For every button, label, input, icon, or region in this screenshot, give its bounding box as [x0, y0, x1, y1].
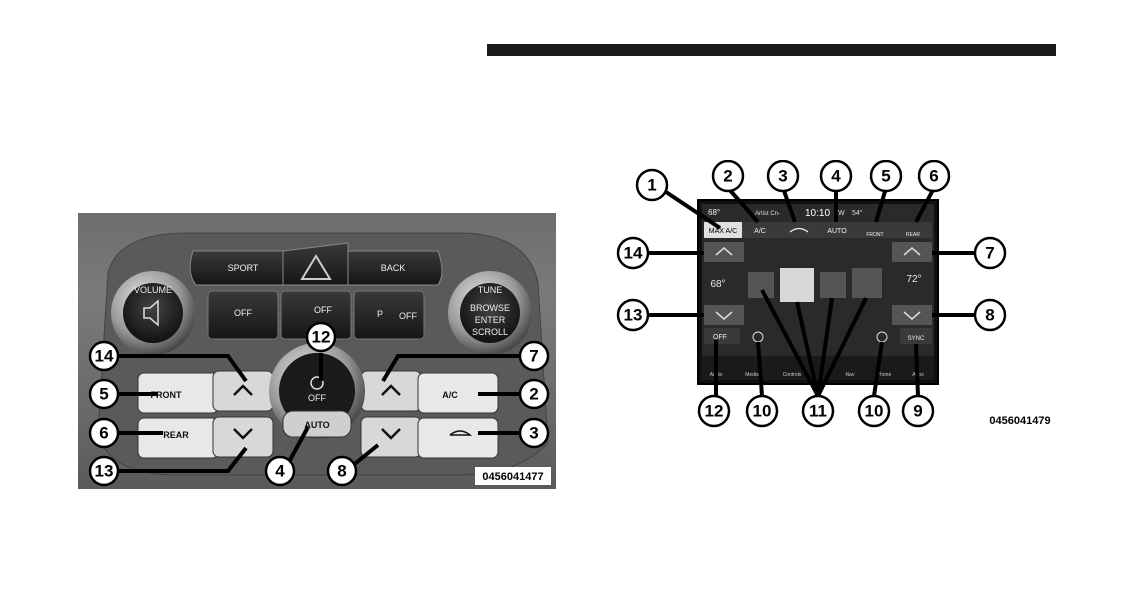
- svg-text:14: 14: [624, 244, 643, 263]
- front-defrost-screen-label: FRONT: [866, 232, 883, 238]
- callout-6: 6: [90, 419, 118, 447]
- callout-3: 3: [768, 161, 798, 191]
- svg-text:13: 13: [95, 462, 114, 481]
- driver-temp-down-screen-button[interactable]: [704, 305, 744, 325]
- callout-10-left: 10: [747, 396, 777, 426]
- figure-code: 0456041477: [482, 471, 543, 483]
- callout-1: 1: [637, 170, 667, 200]
- callout-10-right: 10: [859, 396, 889, 426]
- svg-text:7: 7: [529, 347, 538, 366]
- callout-8: 8: [975, 300, 1005, 330]
- clock-suffix: W: [838, 210, 845, 217]
- svg-text:6: 6: [929, 167, 938, 186]
- off-screen-label: OFF: [713, 334, 727, 341]
- callout-7: 7: [520, 342, 548, 370]
- callout-2: 2: [520, 380, 548, 408]
- svg-text:7: 7: [985, 244, 994, 263]
- recirc-screen-button[interactable]: [780, 222, 818, 238]
- callout-9-arrow: [916, 344, 918, 396]
- callout-12: 12: [699, 396, 729, 426]
- mode-bilevel-button[interactable]: [780, 268, 814, 302]
- sync-label: SYNC: [908, 336, 925, 342]
- callout-14: 14: [618, 238, 648, 268]
- callout-4: 4: [821, 161, 851, 191]
- callout-13: 13: [90, 457, 118, 485]
- callout-14: 14: [90, 342, 118, 370]
- figure-code: 0456041479: [989, 415, 1050, 427]
- physical-controls-photo: SPORT BACK OFF OFF P OFF VOLUME TUNE BRO…: [78, 213, 556, 489]
- svg-text:13: 13: [624, 306, 643, 325]
- outside-temp-status: 68°: [708, 208, 720, 217]
- passenger-temp-value: 72°: [906, 274, 921, 285]
- clock: 10:10: [805, 208, 830, 219]
- svg-text:12: 12: [312, 328, 331, 347]
- nav-item-controls[interactable]: Controls: [783, 372, 802, 378]
- driver-temp-up-screen-button[interactable]: [704, 242, 744, 262]
- touchscreen-drawing: 68° Artist Cn- 10:10 W 54° MAX A/C A/C A…: [600, 160, 1060, 430]
- svg-text:6: 6: [99, 424, 108, 443]
- nav-item-nav[interactable]: Nav: [846, 372, 855, 378]
- callout-9: 9: [903, 396, 933, 426]
- passenger-temp-up-screen-button[interactable]: [892, 242, 932, 262]
- callout-2: 2: [713, 161, 743, 191]
- callout-13: 13: [618, 300, 648, 330]
- nav-bar: [702, 356, 934, 380]
- svg-text:14: 14: [95, 347, 114, 366]
- driver-temp-value: 68°: [710, 279, 725, 290]
- svg-text:3: 3: [778, 167, 787, 186]
- svg-text:10: 10: [753, 402, 772, 421]
- mode-floor-button[interactable]: [820, 272, 846, 298]
- callout-12: 12: [307, 323, 335, 351]
- svg-text:2: 2: [529, 385, 538, 404]
- callout-14-arrow: [118, 356, 246, 381]
- max-ac-label: MAX A/C: [709, 228, 737, 235]
- svg-text:8: 8: [985, 306, 994, 325]
- svg-text:4: 4: [275, 462, 285, 481]
- ac-screen-label: A/C: [754, 228, 766, 235]
- callout-5: 5: [871, 161, 901, 191]
- mode-defrost-floor-button[interactable]: [852, 268, 882, 298]
- svg-text:9: 9: [913, 402, 922, 421]
- callout-13-arrow: [118, 448, 246, 471]
- svg-text:5: 5: [99, 385, 108, 404]
- media-status: Artist Cn-: [755, 211, 780, 217]
- svg-text:2: 2: [723, 167, 732, 186]
- svg-text:4: 4: [831, 167, 841, 186]
- nav-item-media[interactable]: Media: [745, 372, 759, 378]
- svg-text:1: 1: [647, 176, 656, 195]
- auto-screen-label: AUTO: [827, 228, 847, 235]
- mode-panel-button[interactable]: [748, 272, 774, 298]
- callout-8: 8: [328, 457, 356, 485]
- callout-11: 11: [803, 396, 833, 426]
- svg-text:8: 8: [337, 462, 346, 481]
- callout-7: 7: [975, 238, 1005, 268]
- callout-7-arrow: [383, 356, 519, 381]
- callout-4: 4: [266, 457, 294, 485]
- rear-defrost-screen-label: REAR: [906, 232, 920, 238]
- svg-text:12: 12: [705, 402, 724, 421]
- callout-3: 3: [520, 419, 548, 447]
- svg-text:5: 5: [881, 167, 890, 186]
- status-temp: 54°: [852, 209, 863, 217]
- callout-6: 6: [919, 161, 949, 191]
- svg-text:10: 10: [865, 402, 884, 421]
- callout-5: 5: [90, 380, 118, 408]
- left-callouts: 14 12 7 5 2 6 3 13 4 8 0456041477: [78, 213, 556, 489]
- svg-text:3: 3: [529, 424, 538, 443]
- svg-text:11: 11: [809, 402, 827, 421]
- touchscreen-figure: 68° Artist Cn- 10:10 W 54° MAX A/C A/C A…: [600, 160, 1060, 430]
- passenger-temp-down-screen-button[interactable]: [892, 305, 932, 325]
- header-rule: [487, 44, 1056, 56]
